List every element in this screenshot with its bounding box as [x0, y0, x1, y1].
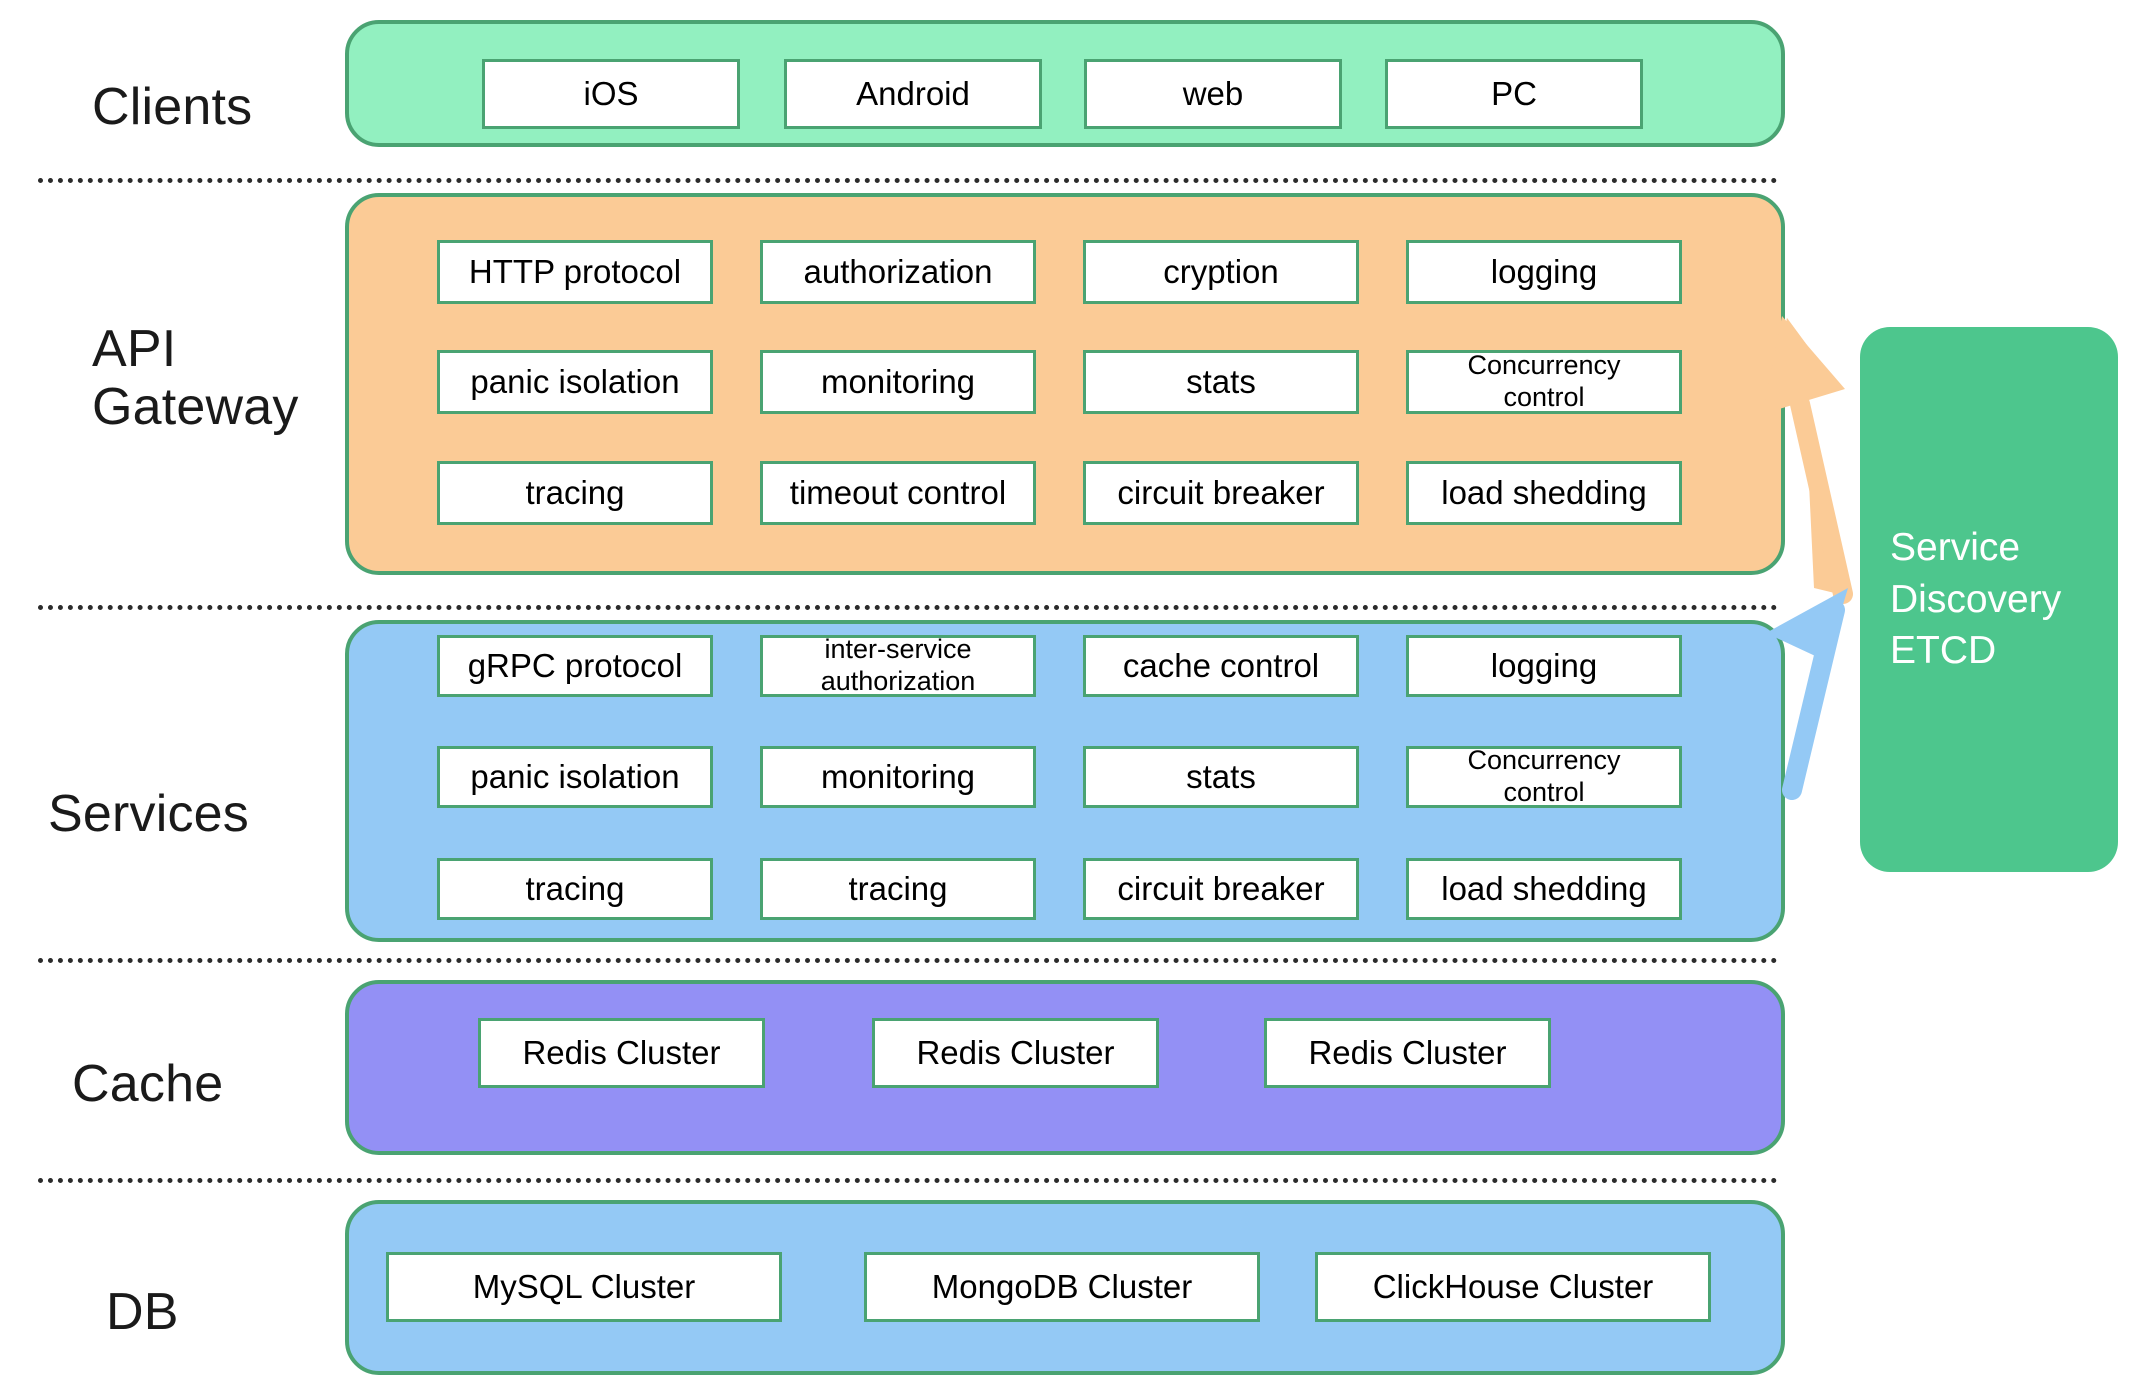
services-cell-circuit-breaker[interactable]: circuit breaker — [1083, 858, 1359, 920]
gateway-cell-http-protocol[interactable]: HTTP protocol — [437, 240, 713, 304]
gateway-cell-tracing[interactable]: tracing — [437, 461, 713, 525]
separator-gateway-services — [38, 605, 1778, 610]
client-item-android[interactable]: Android — [784, 59, 1042, 129]
services-cell-cache-control[interactable]: cache control — [1083, 635, 1359, 697]
service-discovery-panel[interactable]: Service Discovery ETCD — [1860, 327, 2118, 872]
services-cell-tracing-1[interactable]: tracing — [437, 858, 713, 920]
gateway-cell-cryption[interactable]: cryption — [1083, 240, 1359, 304]
cache-item-redis-1[interactable]: Redis Cluster — [478, 1018, 765, 1088]
gateway-cell-monitoring[interactable]: monitoring — [760, 350, 1036, 414]
tier-label-db: DB — [106, 1283, 179, 1341]
gateway-cell-timeout-control[interactable]: timeout control — [760, 461, 1036, 525]
db-item-mongodb-cluster[interactable]: MongoDB Cluster — [864, 1252, 1260, 1322]
gateway-cell-load-shedding[interactable]: load shedding — [1406, 461, 1682, 525]
services-cell-tracing-2[interactable]: tracing — [760, 858, 1036, 920]
separator-cache-db — [38, 1178, 1778, 1183]
client-item-web[interactable]: web — [1084, 59, 1342, 129]
services-cell-load-shedding[interactable]: load shedding — [1406, 858, 1682, 920]
services-cell-monitoring[interactable]: monitoring — [760, 746, 1036, 808]
tier-label-cache: Cache — [72, 1055, 224, 1113]
client-item-pc[interactable]: PC — [1385, 59, 1643, 129]
cache-item-redis-3[interactable]: Redis Cluster — [1264, 1018, 1551, 1088]
gateway-cell-panic-isolation[interactable]: panic isolation — [437, 350, 713, 414]
tier-label-api-gateway: API Gateway — [92, 320, 299, 437]
gateway-cell-concurrency-control[interactable]: Concurrency control — [1406, 350, 1682, 414]
tier-label-clients: Clients — [92, 78, 253, 136]
services-cell-inter-service-authorization[interactable]: inter-service authorization — [760, 634, 1036, 697]
gateway-cell-logging[interactable]: logging — [1406, 240, 1682, 304]
client-item-ios[interactable]: iOS — [482, 59, 740, 129]
separator-clients-gateway — [38, 178, 1778, 183]
services-cell-logging[interactable]: logging — [1406, 635, 1682, 697]
separator-services-cache — [38, 958, 1778, 963]
gateway-cell-circuit-breaker[interactable]: circuit breaker — [1083, 461, 1359, 525]
gateway-cell-stats[interactable]: stats — [1083, 350, 1359, 414]
tier-label-services: Services — [48, 785, 249, 843]
services-cell-panic-isolation[interactable]: panic isolation — [437, 746, 713, 808]
db-item-mysql-cluster[interactable]: MySQL Cluster — [386, 1252, 782, 1322]
db-item-clickhouse-cluster[interactable]: ClickHouse Cluster — [1315, 1252, 1711, 1322]
gateway-cell-authorization[interactable]: authorization — [760, 240, 1036, 304]
services-cell-grpc-protocol[interactable]: gRPC protocol — [437, 635, 713, 697]
services-cell-concurrency-control[interactable]: Concurrency control — [1406, 745, 1682, 808]
cache-item-redis-2[interactable]: Redis Cluster — [872, 1018, 1159, 1088]
services-cell-stats[interactable]: stats — [1083, 746, 1359, 808]
